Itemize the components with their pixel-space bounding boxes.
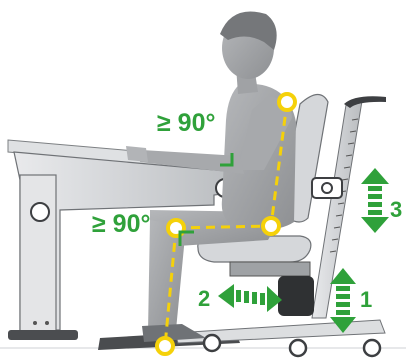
adjust-label-3: 3 [390,199,402,221]
chair-handle [344,96,386,108]
chair-wheel [204,335,220,351]
chair-wheel [290,340,306,356]
adjust-arrow-2 [218,284,282,312]
adjust-label-1: 1 [360,289,372,311]
adjust-arrow-3 [361,168,389,233]
desk-foot [8,330,78,340]
chair-wheel [364,340,380,356]
person-hand [126,146,148,162]
adjust-label-2: 2 [198,288,210,310]
hip-marker [263,218,279,234]
knee-angle-label: ≥ 90° [92,212,150,237]
desk-leg [20,175,56,335]
elbow-angle-label: ≥ 90° [157,111,215,136]
knee-marker [168,220,184,236]
ankle-marker [157,338,173,354]
desk-adjust-knob [31,203,49,221]
chair-back-lock [312,178,342,198]
chair-seat-adjust [278,276,314,316]
shoulder-marker [279,94,295,110]
